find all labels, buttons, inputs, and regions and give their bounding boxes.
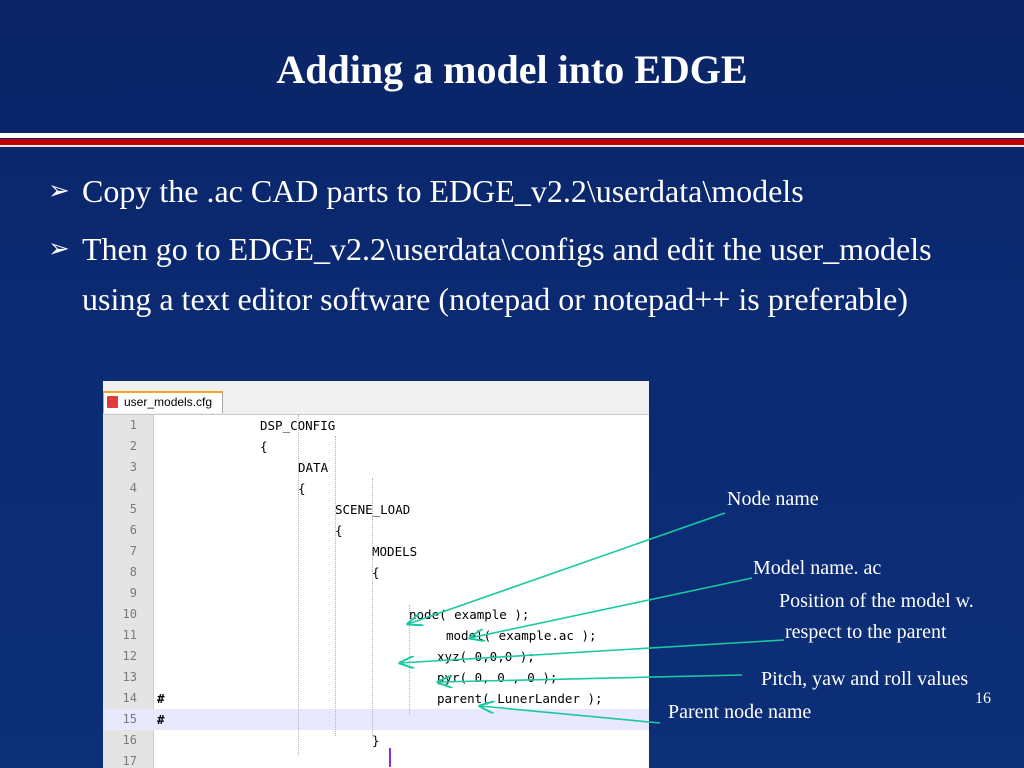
code-line[interactable]: 7 MODELS [103, 541, 649, 562]
file-tab[interactable]: user_models.cfg [103, 391, 223, 413]
line-text: parent( LunerLander ); [437, 691, 603, 706]
line-text: DATA [298, 460, 329, 475]
text-caret [389, 748, 391, 767]
line-number: 14 [122, 691, 137, 705]
line-number: 2 [129, 439, 137, 453]
editor-tab-bar: user_models.cfg [103, 381, 649, 415]
annotation-position-line2: respect to the parent [785, 621, 947, 643]
code-line[interactable]: 1 DSP_CONFIG [103, 415, 649, 436]
line-text: { [335, 523, 343, 538]
code-line[interactable]: 8{ [103, 562, 649, 583]
code-line[interactable]: 17 [103, 751, 649, 768]
line-text: node( example ); [409, 607, 530, 622]
code-line[interactable]: 13 pyr( 0, 0 , 0 ); [103, 667, 649, 688]
code-line[interactable]: 9 [103, 583, 649, 604]
line-number: 1 [129, 418, 137, 432]
code-line[interactable]: 6{ [103, 520, 649, 541]
code-line[interactable]: 11 model( example.ac ); [103, 625, 649, 646]
code-line[interactable]: 12 xyz( 0,0,0 ); [103, 646, 649, 667]
code-line[interactable]: 4{ [103, 478, 649, 499]
line-text: { [260, 439, 268, 454]
annotation-pyr-values: Pitch, yaw and roll values [761, 668, 969, 690]
code-line[interactable]: 15 # [103, 709, 649, 730]
line-number: 17 [122, 754, 137, 768]
line-text: MODELS [372, 544, 418, 559]
file-icon [107, 396, 118, 408]
line-number: 3 [129, 460, 137, 474]
line-marker: # [157, 691, 165, 706]
line-number: 16 [122, 733, 137, 747]
line-number: 8 [129, 565, 137, 579]
title-band-white-bottom [0, 145, 1024, 147]
line-number: 9 [129, 586, 137, 600]
code-line[interactable]: 3 DATA [103, 457, 649, 478]
code-line[interactable]: 14 # parent( LunerLander ); [103, 688, 649, 709]
line-number: 4 [129, 481, 137, 495]
bullet-text: Copy the .ac CAD parts to EDGE_v2.2\user… [82, 173, 804, 209]
indent-guide [335, 436, 336, 736]
line-text: } [372, 733, 380, 748]
title-band-white [0, 133, 1024, 138]
line-number: 12 [122, 649, 137, 663]
annotation-position-line1: Position of the model w. [779, 590, 974, 612]
line-number: 7 [129, 544, 137, 558]
line-text: { [298, 481, 306, 496]
arrow-bullet-icon: ➢ [48, 234, 70, 264]
annotation-node-name: Node name [727, 488, 819, 510]
bullet-text: Then go to EDGE_v2.2\userdata\configs an… [82, 231, 932, 317]
line-text: { [372, 565, 380, 580]
code-line[interactable]: 10 node( example ); [103, 604, 649, 625]
line-text: xyz( 0,0,0 ); [437, 649, 535, 664]
arrow-bullet-icon: ➢ [48, 176, 70, 206]
line-number: 15 [122, 712, 137, 726]
annotation-parent-node: Parent node name [668, 701, 812, 723]
line-number: 5 [129, 502, 137, 516]
line-number: 10 [122, 607, 137, 621]
indent-guide [372, 478, 373, 738]
line-text: model( example.ac ); [446, 628, 597, 643]
line-text: DSP_CONFIG [260, 418, 336, 433]
title-band-red [0, 139, 1024, 145]
file-tab-label: user_models.cfg [124, 395, 213, 409]
code-line[interactable]: 2{ [103, 436, 649, 457]
line-marker: # [157, 712, 165, 727]
line-number: 6 [129, 523, 137, 537]
bullet-item: ➢ Then go to EDGE_v2.2\userdata\configs … [48, 224, 1008, 324]
bullet-list: ➢ Copy the .ac CAD parts to EDGE_v2.2\us… [48, 166, 1008, 324]
indent-guide [409, 605, 410, 715]
line-number: 13 [122, 670, 137, 684]
indent-guide [298, 415, 299, 755]
slide-title: Adding a model into EDGE [276, 47, 748, 92]
code-line[interactable]: 16} [103, 730, 649, 751]
line-number: 11 [122, 628, 137, 642]
bullet-item: ➢ Copy the .ac CAD parts to EDGE_v2.2\us… [48, 166, 1008, 216]
annotation-model-name: Model name. ac [753, 557, 882, 579]
line-text: pyr( 0, 0 , 0 ); [437, 670, 558, 685]
page-number: 16 [975, 690, 991, 707]
